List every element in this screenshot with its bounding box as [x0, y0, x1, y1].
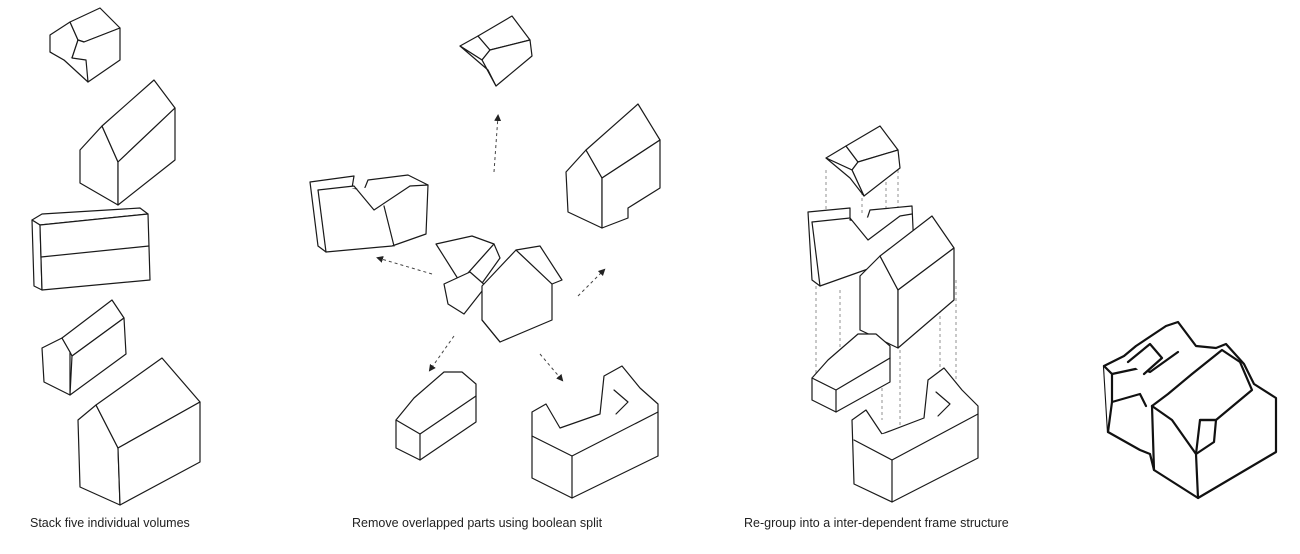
split-piece-right — [565, 103, 661, 229]
caption-boolean-split: Remove overlapped parts using boolean sp… — [352, 516, 603, 530]
volume-2 — [79, 79, 176, 206]
split-arrows — [376, 114, 606, 382]
regroup-bottom — [851, 367, 979, 503]
caption-stack: Stack five individual volumes — [30, 516, 190, 530]
volume-4 — [41, 299, 127, 396]
split-piece-bottom-left — [395, 371, 477, 461]
step1-volumes — [31, 7, 201, 506]
volume-5 — [77, 357, 201, 506]
regroup-lower-left — [811, 333, 891, 413]
split-center-cluster — [435, 235, 563, 343]
step4-final — [1102, 320, 1278, 500]
split-piece-left — [309, 174, 429, 253]
volume-1 — [49, 7, 121, 83]
regroup-top — [825, 125, 901, 197]
step2-split — [309, 15, 661, 499]
caption-regroup: Re-group into a inter-dependent frame st… — [744, 516, 1009, 530]
step3-regroup — [807, 125, 979, 503]
regroup-gable — [859, 215, 955, 349]
regroup-middle — [807, 205, 915, 287]
split-piece-top — [459, 15, 533, 87]
volume-3 — [31, 207, 151, 291]
split-piece-bottom-right — [531, 365, 659, 499]
